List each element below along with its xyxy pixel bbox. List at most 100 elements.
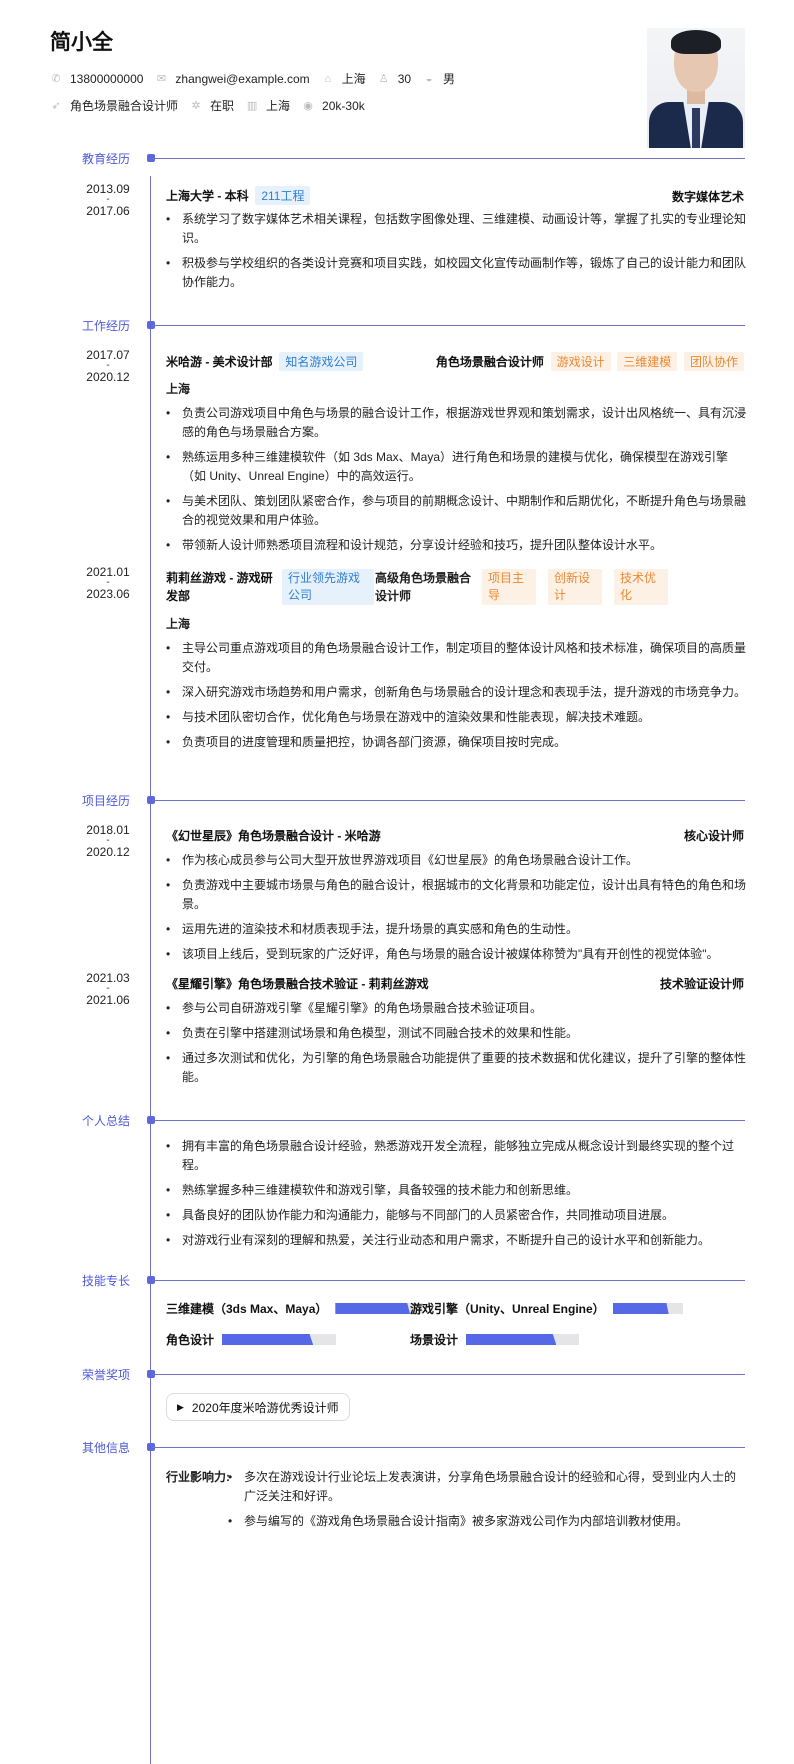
list-item: 带领新人设计师熟悉项目流程和设计规范，分享设计经验和技巧，提升团队整体设计水平。 — [166, 536, 746, 555]
list-item: 负责在引擎中搭建测试场景和角色模型，测试不同融合技术的效果和性能。 — [166, 1024, 746, 1043]
age-item: ♙ 30 — [378, 72, 411, 86]
list-item: 具备良好的团队协作能力和沟通能力，能够与不同部门的人员紧密合作，共同推动项目进展… — [166, 1206, 746, 1225]
section-education: 教育经历 — [0, 150, 794, 170]
list-item: 主导公司重点游戏项目的角色场景融合设计工作，制定项目的整体设计风格和技术标准，确… — [166, 639, 746, 677]
company-tag: 知名游戏公司 — [279, 352, 364, 371]
date-range: 2017.07-2020.12 — [86, 348, 130, 384]
skill-name: 三维建模（3ds Max、Maya） — [166, 1302, 328, 1316]
city-value: 上海 — [341, 72, 366, 86]
list-item: 参与编写的《游戏角色场景融合设计指南》被多家游戏公司作为内部培训教材使用。 — [228, 1512, 746, 1531]
list-item: 对游戏行业有深刻的理解和热爱，关注行业动态和用户需求，不断提升自己的设计水平和创… — [166, 1231, 746, 1250]
status-icon: ✲ — [191, 99, 201, 112]
timeline-dot — [147, 321, 155, 329]
skill-bar-fill — [612, 1303, 669, 1314]
project-role: 技术验证设计师 — [659, 977, 744, 991]
skill-name: 角色设计 — [166, 1333, 215, 1347]
role-with-tags: 角色场景融合设计师 游戏设计 三维建模 团队协作 — [436, 352, 744, 371]
position-value: 角色场景融合设计师 — [70, 99, 179, 113]
location: 上海 — [166, 617, 191, 631]
candidate-name: 简小全 — [50, 31, 113, 54]
skill-bar-fill — [335, 1303, 411, 1314]
entry-title: 莉莉丝游戏 - 游戏研发部 — [166, 571, 273, 603]
list-item: 负责项目的进度管理和质量把控，协调各部门资源，确保项目按时完成。 — [166, 733, 746, 752]
skill-bar — [335, 1303, 424, 1314]
entry-title: 上海大学 - 本科 211工程 — [166, 186, 311, 205]
age-icon: ♙ — [378, 72, 389, 85]
location: 上海 — [166, 382, 191, 396]
gender-value: 男 — [443, 72, 456, 86]
section-title: 个人总结 — [82, 1114, 131, 1128]
list-item: 深入研究游戏市场趋势和用户需求，创新角色与场景融合的设计理念和表现手法，提升游戏… — [166, 683, 746, 702]
list-item: 参与公司自研游戏引擎《星耀引擎》的角色场景融合技术验证项目。 — [166, 999, 746, 1018]
date-range: 2021.03-2021.06 — [86, 971, 130, 1007]
phone-value: 13800000000 — [70, 71, 144, 86]
job-row: ➶角色场景融合设计师 ✲在职 ▥上海 ◉20k-30k — [50, 97, 377, 114]
home-icon: ⌂ — [324, 72, 331, 85]
age-value: 30 — [397, 71, 412, 86]
bullet-list: 参与公司自研游戏引擎《星耀引擎》的角色场景融合技术验证项目。 负责在引擎中搭建测… — [166, 999, 746, 1093]
skill-bar — [466, 1334, 580, 1345]
phone-item: ✆13800000000 — [50, 72, 143, 86]
position-item: ➶ 角色场景融合设计师 — [50, 97, 178, 114]
project-role: 核心设计师 — [683, 829, 744, 843]
list-item: 负责公司游戏项目中角色与场景的融合设计工作，根据游戏世界观和策划需求，设计出风格… — [166, 404, 746, 442]
other-label: 行业影响力: — [166, 1470, 230, 1484]
salary-icon: ◉ — [303, 99, 313, 112]
bullet-list: 负责公司游戏项目中角色与场景的融合设计工作，根据游戏世界观和策划需求，设计出风格… — [166, 404, 746, 561]
skill-item: 游戏引擎（Unity、Unreal Engine） — [410, 1300, 683, 1317]
timeline-dot — [147, 1116, 155, 1124]
award-name: 2020年度米哈游优秀设计师 — [191, 1400, 339, 1415]
section-divider — [152, 1447, 745, 1448]
list-item: 与美术团队、策划团队紧密合作，参与项目的前期概念设计、中期制作和后期优化，不断提… — [166, 492, 746, 530]
role: 高级角色场景融合设计师 — [375, 571, 472, 603]
entry-title: 米哈游 - 美术设计部 知名游戏公司 — [166, 352, 364, 371]
skill-item: 角色设计 — [166, 1331, 337, 1348]
section-title: 项目经历 — [82, 794, 131, 808]
section-divider — [152, 325, 745, 326]
email-value: zhangwei@example.com — [175, 71, 310, 86]
section-awards: 荣誉奖项 — [0, 1366, 794, 1386]
list-item: 与技术团队密切合作，优化角色与场景在游戏中的渲染效果和性能表现，解决技术难题。 — [166, 708, 746, 727]
timeline-dot — [147, 154, 155, 162]
work-city-item: ▥上海 — [246, 97, 290, 114]
section-divider — [152, 1120, 745, 1121]
list-item: 熟练运用多种三维建模软件（如 3ds Max、Maya）进行角色和场景的建模与优… — [166, 448, 746, 486]
skill-tag: 技术优化 — [614, 569, 668, 605]
send-icon: ➶ — [51, 99, 61, 112]
section-divider — [152, 1374, 745, 1375]
email-item: ✉ zhangwei@example.com — [155, 71, 310, 86]
timeline-dot — [147, 796, 155, 804]
skill-item: 三维建模（3ds Max、Maya） — [166, 1300, 424, 1317]
skill-bar-fill — [466, 1334, 557, 1345]
section-work: 工作经历 — [0, 317, 794, 337]
date-range: 2018.01-2020.12 — [86, 823, 130, 859]
section-projects: 项目经历 — [0, 792, 794, 812]
status-item: ✲在职 — [190, 97, 234, 114]
skill-tag: 游戏设计 — [550, 352, 611, 371]
city-item: ⌂ 上海 — [322, 70, 366, 87]
gender-item: ◒男 — [423, 70, 455, 87]
bullet-list: 系统学习了数字媒体艺术相关课程，包括数字图像处理、三维建模、动画设计等，掌握了扎… — [166, 210, 746, 298]
gender-icon: ◒ — [425, 72, 433, 85]
list-item: 该项目上线后，受到玩家的广泛好评，角色与场景的融合设计被媒体称赞为"具有开创性的… — [166, 945, 746, 964]
list-item: 多次在游戏设计行业论坛上发表演讲，分享角色场景融合设计的经验和心得，受到业内人士… — [228, 1468, 746, 1506]
skill-item: 场景设计 — [410, 1331, 580, 1348]
company-tag: 行业领先游戏公司 — [282, 569, 374, 605]
list-item: 负责游戏中主要城市场景与角色的融合设计，根据城市的文化背景和功能定位，设计出具有… — [166, 876, 746, 914]
section-divider — [152, 158, 745, 159]
avatar-photo — [647, 28, 745, 148]
list-item: 系统学习了数字媒体艺术相关课程，包括数字图像处理、三维建模、动画设计等，掌握了扎… — [166, 210, 746, 248]
mail-icon: ✉ — [156, 72, 167, 85]
entry-title: 《星耀引擎》角色场景融合技术验证 - 莉莉丝游戏 — [166, 977, 429, 991]
company-tag-wrap: 行业领先游戏公司 — [282, 569, 374, 605]
skill-tag: 三维建模 — [617, 352, 678, 371]
summary-list: 拥有丰富的角色场景融合设计经验，熟悉游戏开发全流程，能够独立完成从概念设计到最终… — [166, 1137, 746, 1256]
entry-title: 《幻世星辰》角色场景融合设计 - 米哈游 — [166, 829, 381, 843]
section-divider — [152, 800, 745, 801]
section-other: 其他信息 — [0, 1439, 794, 1459]
section-skills: 技能专长 — [0, 1272, 794, 1292]
list-item: 通过多次测试和优化，为引擎的角色场景融合功能提供了重要的技术数据和优化建议，提升… — [166, 1049, 746, 1087]
skill-name: 场景设计 — [410, 1333, 459, 1347]
timeline-dot — [147, 1443, 155, 1451]
award-item[interactable]: ▶ 2020年度米哈游优秀设计师 — [166, 1393, 350, 1421]
